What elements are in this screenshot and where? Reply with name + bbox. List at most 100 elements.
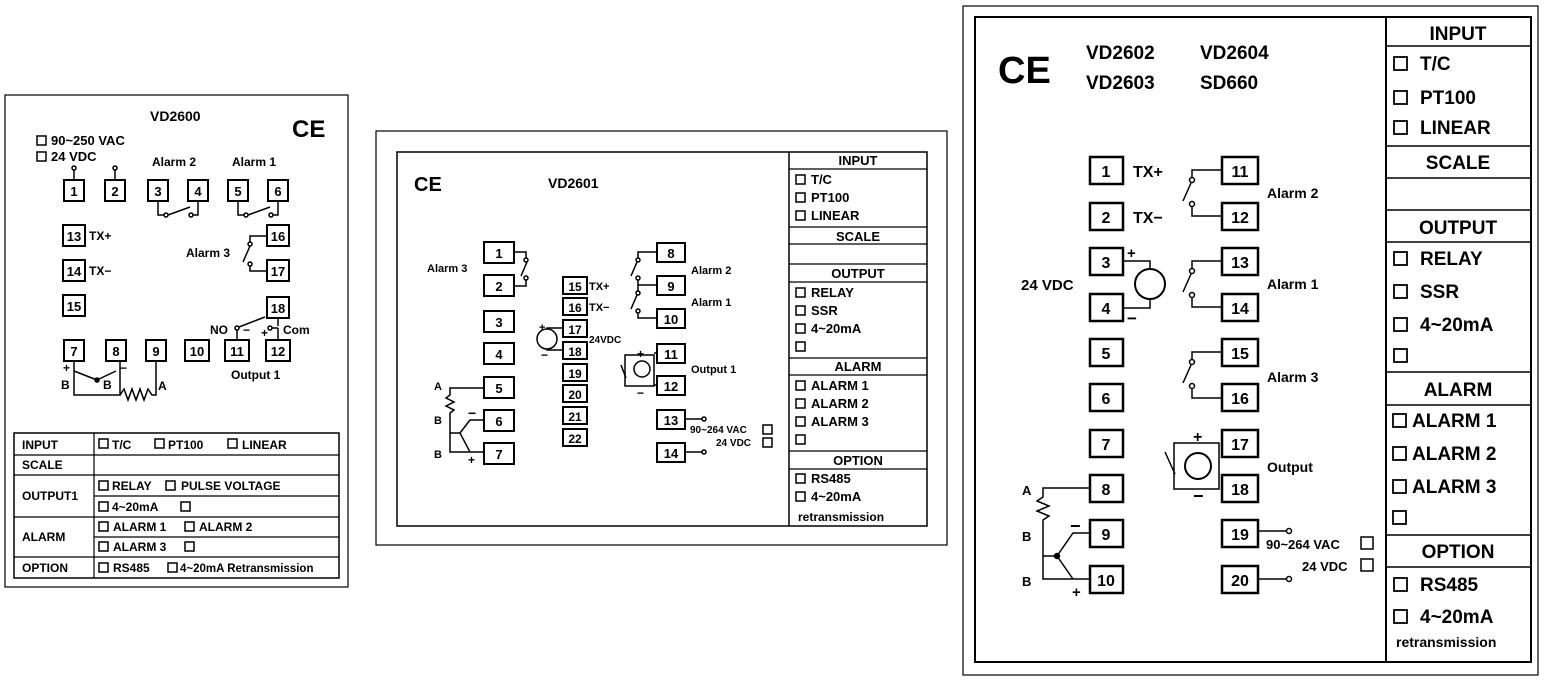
linear-checkbox[interactable] <box>1393 120 1408 135</box>
ma-checkbox[interactable] <box>98 501 109 512</box>
alarm2-label: ALARM 2 <box>811 396 869 411</box>
terminal-number: 7 <box>70 344 77 359</box>
pt100-label: PT100 <box>1420 88 1476 109</box>
linear-checkbox[interactable] <box>795 210 806 221</box>
plus-sign: + <box>1193 429 1202 446</box>
terminal-number: 5 <box>495 381 502 396</box>
retransmission-checkbox[interactable] <box>1393 609 1408 624</box>
linear-checkbox[interactable] <box>227 438 238 449</box>
alarm3-label: Alarm 3 <box>427 263 467 275</box>
ssr-checkbox[interactable] <box>795 305 806 316</box>
ssr-checkbox[interactable] <box>1393 284 1408 299</box>
vdc-checkbox[interactable] <box>762 437 773 448</box>
alarm3-checkbox[interactable] <box>1392 479 1407 494</box>
terminal-b-label: B <box>61 378 70 392</box>
blank-checkbox[interactable] <box>795 341 806 352</box>
terminal-b-label: B <box>1022 574 1031 589</box>
blank-checkbox[interactable] <box>795 434 806 445</box>
power-label: 90~250 VAC <box>51 133 125 148</box>
ssr-label: SSR <box>1420 282 1459 303</box>
table-input-label: INPUT <box>22 438 59 452</box>
alarm1-checkbox[interactable] <box>795 380 806 391</box>
alarm2-checkbox[interactable] <box>184 521 195 532</box>
ce-mark: CE <box>414 174 442 196</box>
pt100-label: PT100 <box>811 190 849 205</box>
alarm3-label: ALARM 3 <box>811 414 869 429</box>
ma-checkbox[interactable] <box>1393 317 1408 332</box>
terminal-number: 17 <box>1231 437 1249 454</box>
power-checkbox[interactable] <box>36 135 47 146</box>
plus-sign: + <box>539 322 545 334</box>
terminal-number: 14 <box>67 264 82 279</box>
alarm3-checkbox[interactable] <box>795 416 806 427</box>
alarm3-label: Alarm 3 <box>1267 369 1319 385</box>
retransmission-checkbox[interactable] <box>795 491 806 502</box>
terminal-b-label: B <box>434 415 442 427</box>
terminal-number: 18 <box>568 345 582 359</box>
blank-checkbox[interactable] <box>184 541 195 552</box>
terminal-b-label: B <box>1022 529 1031 544</box>
tc-label: T/C <box>811 172 833 187</box>
tc-checkbox[interactable] <box>795 174 806 185</box>
terminal-number: 8 <box>112 344 119 359</box>
retransmission-checkbox[interactable] <box>167 562 178 573</box>
power-checkbox[interactable] <box>36 151 47 162</box>
side-output-header: OUTPUT <box>1419 218 1498 239</box>
alarm2-checkbox[interactable] <box>1392 446 1407 461</box>
pt100-checkbox[interactable] <box>154 438 165 449</box>
relay-checkbox[interactable] <box>1393 251 1408 266</box>
rs485-checkbox[interactable] <box>795 473 806 484</box>
pulse-voltage-checkbox[interactable] <box>165 480 176 491</box>
pt100-checkbox[interactable] <box>795 192 806 203</box>
tc-checkbox[interactable] <box>98 438 109 449</box>
tx-minus-label: TX− <box>1133 210 1163 227</box>
terminal-number: 16 <box>271 229 285 244</box>
tc-label: T/C <box>112 438 132 452</box>
terminal-number: 1 <box>495 246 502 261</box>
side-option-header: OPTION <box>1422 542 1495 563</box>
blank-checkbox[interactable] <box>1392 510 1407 525</box>
no-label: NO <box>210 323 228 337</box>
alarm3-checkbox[interactable] <box>98 541 109 552</box>
ma-checkbox[interactable] <box>795 323 806 334</box>
blank-checkbox[interactable] <box>1393 348 1408 363</box>
terminal-b-label: B <box>434 449 442 461</box>
terminal-number: 5 <box>1102 346 1111 363</box>
vac-checkbox[interactable] <box>762 424 773 435</box>
pt100-label: PT100 <box>168 438 204 452</box>
rs485-checkbox[interactable] <box>98 562 109 573</box>
retrans-ma-label: 4~20mA <box>1420 607 1494 628</box>
terminal-number: 2 <box>111 184 118 199</box>
pt100-checkbox[interactable] <box>1393 90 1408 105</box>
plus-sign: + <box>468 453 475 467</box>
retrans-ma-label: 4~20mA <box>811 489 862 504</box>
terminal-number: 19 <box>568 367 582 381</box>
relay-checkbox[interactable] <box>795 287 806 298</box>
tx-minus-label: TX− <box>589 302 609 314</box>
terminal-number: 12 <box>271 344 285 359</box>
terminal-number: 22 <box>568 432 582 446</box>
tc-checkbox[interactable] <box>1393 56 1408 71</box>
relay-checkbox[interactable] <box>98 480 109 491</box>
vac-checkbox[interactable] <box>1360 536 1374 550</box>
terminal-block: 7 8 9 10 11 12 <box>63 339 291 362</box>
terminal-number: 18 <box>271 301 285 316</box>
rs485-label: RS485 <box>811 471 851 486</box>
vdc-checkbox[interactable] <box>1360 558 1374 572</box>
panel-inner-border <box>974 16 1532 663</box>
terminal-number: 4 <box>495 347 503 362</box>
side-input-header: INPUT <box>1430 24 1487 45</box>
terminal-number: 10 <box>1097 573 1115 590</box>
tx-minus-label: TX− <box>89 264 111 278</box>
blank-checkbox[interactable] <box>180 501 191 512</box>
alarm2-checkbox[interactable] <box>795 398 806 409</box>
panel-inner-border <box>396 151 928 527</box>
spec-table-border <box>13 432 340 579</box>
plus-sign: + <box>261 326 268 340</box>
side-scale-header: SCALE <box>1426 153 1490 174</box>
ce-mark: CE <box>292 116 325 143</box>
alarm1-checkbox[interactable] <box>1392 413 1407 428</box>
rs485-checkbox[interactable] <box>1393 577 1408 592</box>
alarm1-checkbox[interactable] <box>98 521 109 532</box>
